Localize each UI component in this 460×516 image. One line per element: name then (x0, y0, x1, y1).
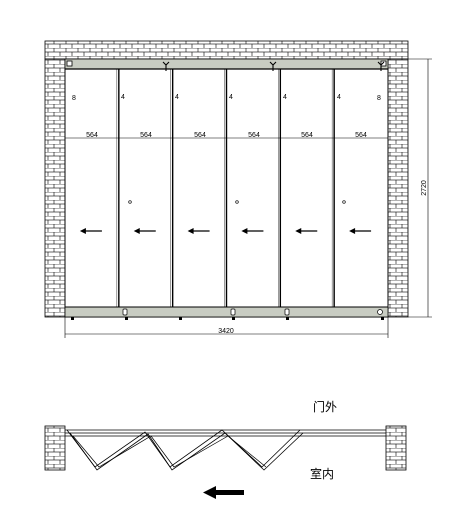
gap-label: 4 (337, 94, 341, 101)
panel-width-label: 564 (248, 132, 260, 139)
gap-label: 4 (175, 94, 179, 101)
handle-icon (235, 200, 239, 204)
arrow-left-icon (349, 228, 372, 234)
roller-icon (269, 61, 277, 71)
elevation-view: 564 564 564 564 564 564 8 4 4 4 4 4 8 (44, 40, 432, 338)
panel-width-labels: 564 564 564 564 564 564 (86, 132, 367, 139)
panel-width-label: 564 (140, 132, 152, 139)
panel-width-label: 564 (301, 132, 313, 139)
door-handles (128, 200, 346, 204)
gap-label-right: 8 (377, 95, 381, 102)
handle-icon (342, 200, 346, 204)
overall-width-label: 3420 (218, 328, 234, 335)
corner-pivot-icon (66, 60, 73, 67)
roller-icon (377, 61, 385, 71)
plan-wall-left (44, 425, 66, 471)
panel-width-label: 564 (355, 132, 367, 139)
plan-wall-right (385, 425, 407, 471)
fold-direction-arrow-icon (203, 486, 244, 499)
gap-labels: 8 4 4 4 4 4 8 (72, 94, 381, 102)
gap-label: 4 (121, 94, 125, 101)
overall-height-label: 2720 (421, 180, 428, 196)
arrow-left-icon (133, 228, 156, 234)
gap-label: 4 (229, 94, 233, 101)
arrow-left-icon (295, 228, 318, 234)
wall-left (44, 58, 66, 318)
handle-icon (128, 200, 132, 204)
bottom-pivot-icon (230, 308, 236, 316)
plan-view: 门外 室内 (44, 399, 407, 499)
bottom-pivots (71, 308, 384, 320)
bottom-track (64, 306, 389, 318)
panel-dividers (116, 69, 335, 307)
outside-label: 门外 (313, 399, 337, 414)
roller-icon (162, 61, 170, 71)
top-track (64, 58, 389, 70)
bottom-pivot-icon (122, 308, 128, 316)
panel-arrows (79, 228, 372, 234)
arrow-left-icon (79, 228, 102, 234)
folded-panels (66, 429, 304, 471)
gap-label-left: 8 (72, 95, 76, 102)
overall-width-dimension: 3420 (64, 317, 389, 338)
gap-label: 4 (283, 94, 287, 101)
corner-pivot-icon (380, 60, 387, 67)
panel-width-label: 564 (194, 132, 206, 139)
arrow-left-icon (187, 228, 210, 234)
panel-width-label: 564 (86, 132, 98, 139)
wall-top (44, 40, 409, 60)
arrow-left-icon (241, 228, 264, 234)
overall-height-dimension: 2720 (408, 58, 432, 318)
inside-label: 室内 (310, 466, 334, 481)
wall-right (387, 58, 409, 318)
top-rollers (66, 60, 387, 71)
bottom-pivot-icon (284, 308, 290, 316)
bottom-pivot-icon (377, 309, 383, 315)
